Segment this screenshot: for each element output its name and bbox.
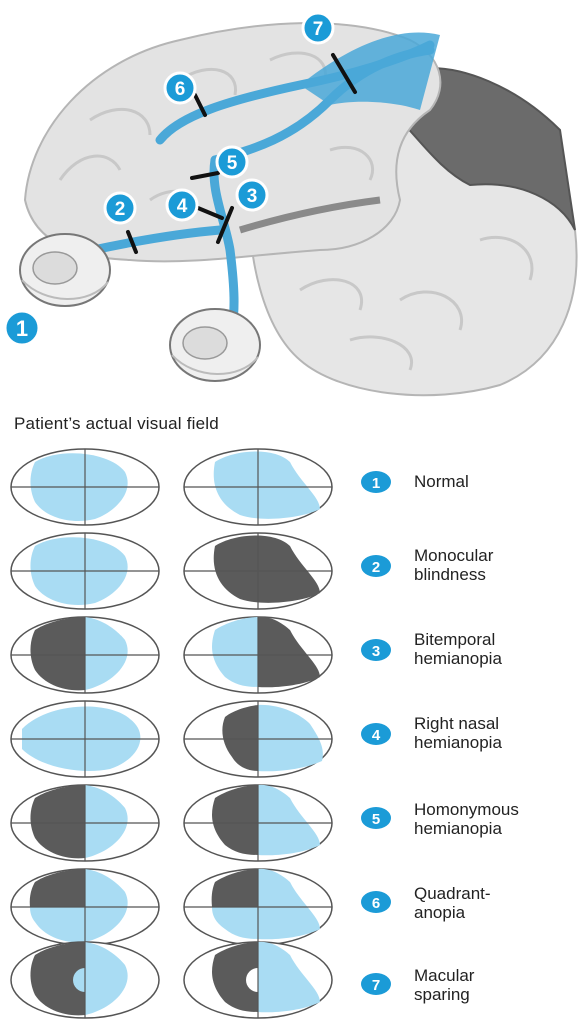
field-row-5	[11, 785, 332, 861]
left-eye-field	[11, 869, 159, 945]
field-row-2	[11, 533, 332, 609]
right-eye-field	[184, 617, 332, 693]
field-row-1	[11, 449, 332, 525]
left-eye-field	[11, 701, 159, 777]
svg-text:1: 1	[16, 316, 28, 341]
right-eye-field	[184, 942, 332, 1018]
svg-text:7: 7	[372, 977, 380, 994]
left-eyeball	[20, 234, 110, 306]
right-eyeball	[170, 309, 260, 381]
svg-text:3: 3	[372, 643, 380, 660]
right-eye-field	[184, 533, 332, 609]
legend-badge-2: 2	[361, 555, 391, 577]
condition-label-3: Bitemporal hemianopia	[414, 630, 502, 668]
brain-callout-3: 3	[237, 180, 267, 210]
brain-callout-4: 4	[167, 190, 197, 220]
legend-badge-4: 4	[361, 723, 391, 745]
svg-text:2: 2	[372, 559, 380, 576]
condition-label-4: Right nasal hemianopia	[414, 714, 502, 752]
svg-text:4: 4	[372, 727, 381, 744]
condition-label-7: Macular sparing	[414, 966, 474, 1004]
brain-callout-1: 1	[5, 311, 39, 345]
left-eye-field	[11, 785, 159, 861]
condition-label-5: Homonymous hemianopia	[414, 800, 519, 838]
svg-text:3: 3	[247, 186, 258, 207]
legend-badge-3: 3	[361, 639, 391, 661]
brain-callout-2: 2	[105, 193, 135, 223]
legend-badge-6: 6	[361, 891, 391, 913]
svg-text:4: 4	[177, 196, 188, 217]
condition-label-6: Quadrant- anopia	[414, 884, 491, 922]
brain-callout-7: 7	[303, 13, 333, 43]
svg-text:5: 5	[227, 153, 238, 174]
svg-text:7: 7	[313, 19, 324, 40]
svg-text:6: 6	[175, 79, 186, 100]
legend-badge-5: 5	[361, 807, 391, 829]
brain-callout-5: 5	[217, 147, 247, 177]
condition-label-1: Normal	[414, 472, 469, 491]
right-eye-field	[184, 701, 332, 777]
legend-badge-7: 7	[361, 973, 391, 995]
field-row-7	[11, 942, 332, 1018]
left-eye-field	[11, 617, 159, 693]
field-row-6	[11, 869, 332, 945]
svg-text:2: 2	[115, 199, 126, 220]
section-title: Patient’s actual visual field	[14, 414, 219, 434]
brain-callout-6: 6	[165, 73, 195, 103]
field-row-4	[11, 701, 332, 777]
right-eye-field	[184, 449, 332, 525]
field-row-3	[11, 617, 332, 693]
legend-badges: 1 2 3 4 5 6 7	[358, 440, 398, 1020]
svg-text:5: 5	[372, 811, 380, 828]
right-eye-field	[184, 785, 332, 861]
left-eye-field	[11, 449, 159, 525]
right-eye-field	[184, 869, 332, 945]
svg-text:6: 6	[372, 895, 380, 912]
left-eye-field	[11, 942, 159, 1018]
visual-field-grid	[0, 440, 340, 1020]
left-eye-field	[11, 533, 159, 609]
legend-badge-1: 1	[361, 471, 391, 493]
svg-text:1: 1	[372, 475, 380, 492]
brain-visual-pathway-illustration: 1 2 3 4 5 6 7	[0, 0, 583, 400]
condition-label-2: Monocular blindness	[414, 546, 493, 584]
